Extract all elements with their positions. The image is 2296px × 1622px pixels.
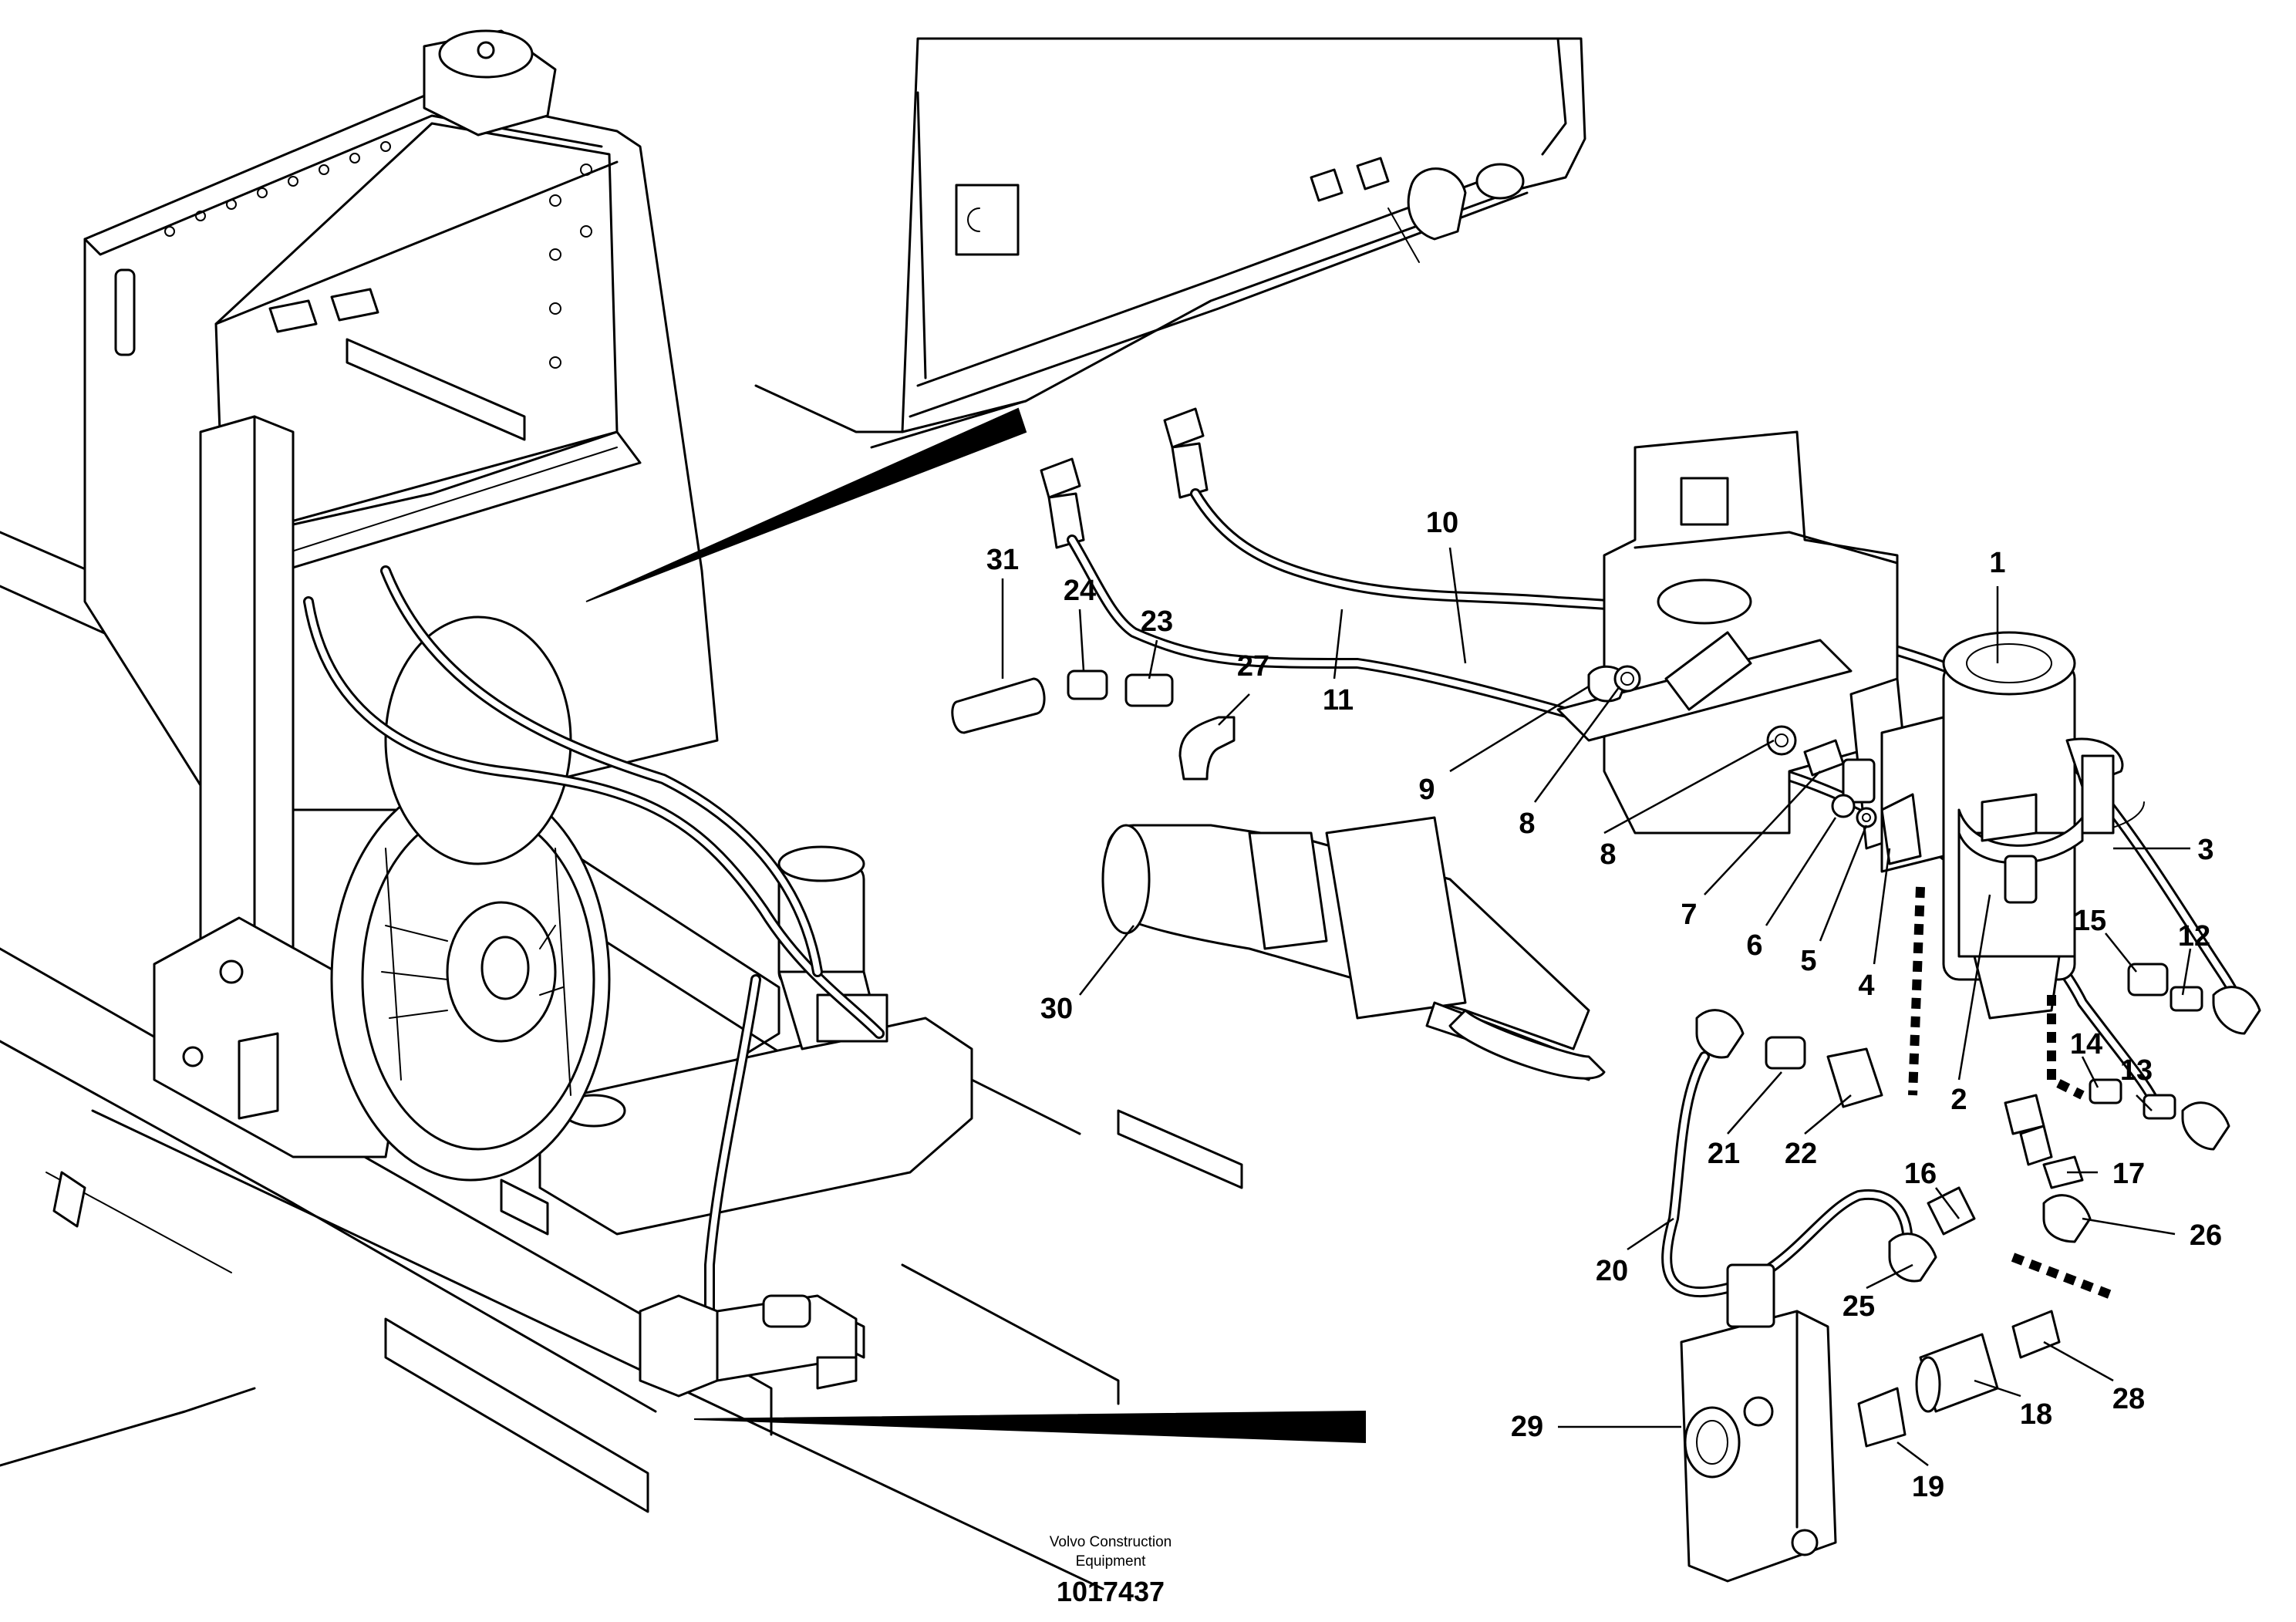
callout-16: 16 <box>1904 1158 1937 1190</box>
tank-detail-view <box>754 37 1586 549</box>
credit-line-1: Volvo Construction <box>1050 1534 1172 1550</box>
callout-10: 10 <box>1426 507 1458 539</box>
callout-8-lower: 8 <box>1600 838 1616 871</box>
overview-valve-cluster <box>639 1294 1366 1444</box>
hydraulic-cylinder-30 <box>1101 816 1606 1081</box>
callout-1: 1 <box>1989 547 2005 579</box>
connection-dashes <box>1908 886 2116 1300</box>
callout-5: 5 <box>1800 945 1816 977</box>
callout-29: 29 <box>1511 1411 1543 1443</box>
callout-6: 6 <box>1746 929 1762 962</box>
callout-15: 15 <box>2074 905 2106 937</box>
hose-20-assembly <box>1661 1009 2092 1298</box>
clamp-3 <box>1957 754 2115 865</box>
callout-labels: 1 2 3 4 5 6 7 8 8 9 10 11 12 13 14 15 16… <box>986 507 2222 1503</box>
callout-8-upper: 8 <box>1519 808 1535 840</box>
footer-credit: Volvo Construction Equipment 1017437 <box>1050 1534 1172 1607</box>
callout-27: 27 <box>1237 650 1269 683</box>
callout-2: 2 <box>1950 1084 1967 1116</box>
valve-29-assembly <box>1680 1263 2061 1583</box>
callout-18: 18 <box>2020 1398 2052 1431</box>
document-number: 1017437 <box>1057 1576 1165 1607</box>
callout-14: 14 <box>2070 1028 2102 1061</box>
tank-bolts <box>164 141 592 369</box>
pump-wheel-overview <box>330 615 888 1182</box>
callout-7: 7 <box>1681 899 1697 931</box>
callout-19: 19 <box>1912 1471 1944 1503</box>
overview-hoses <box>303 565 885 1317</box>
callout-23: 23 <box>1141 605 1173 638</box>
callout-25: 25 <box>1843 1290 1875 1323</box>
callout-9: 9 <box>1418 774 1435 806</box>
callout-17: 17 <box>2112 1158 2145 1190</box>
callout-4: 4 <box>1858 969 1874 1002</box>
callout-20: 20 <box>1596 1255 1628 1287</box>
fittings-12-15 <box>2089 963 2261 1151</box>
credit-line-2: Equipment <box>1076 1553 1147 1570</box>
callout-31: 31 <box>986 544 1019 576</box>
callout-26: 26 <box>2190 1219 2222 1252</box>
callout-28: 28 <box>2112 1383 2145 1415</box>
callout-11: 11 <box>1323 684 1354 717</box>
callout-leaders <box>1001 547 2192 1466</box>
bracket-hardware <box>1587 665 2038 904</box>
callout-24: 24 <box>1064 575 1096 607</box>
callout-13: 13 <box>2120 1054 2153 1087</box>
column-bracket-detail <box>1556 430 1945 873</box>
callout-30: 30 <box>1040 993 1073 1025</box>
callout-21: 21 <box>1708 1138 1740 1170</box>
callout-12: 12 <box>2178 920 2210 953</box>
callout-3: 3 <box>2197 834 2213 866</box>
callout-22: 22 <box>1785 1138 1817 1170</box>
exploded-fittings <box>951 669 1236 781</box>
